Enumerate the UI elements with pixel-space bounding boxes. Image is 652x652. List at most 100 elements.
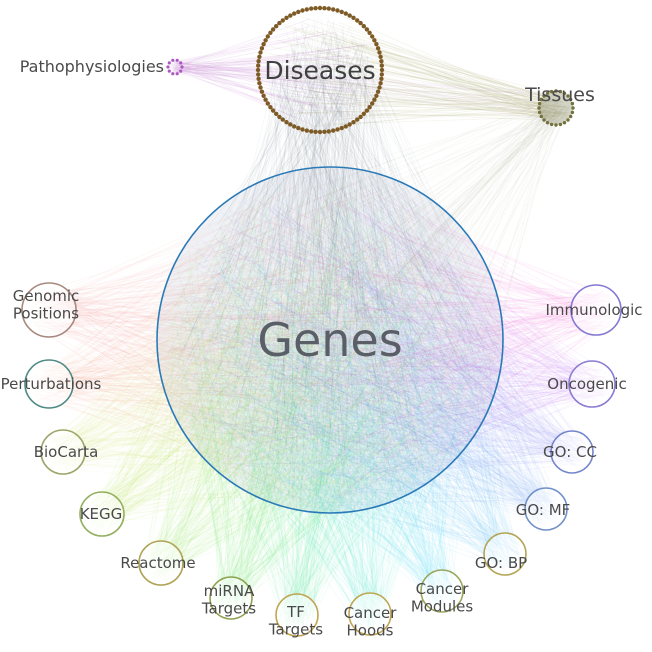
edges-mirna-targets-genes	[198, 176, 473, 613]
node-diseases-dot	[292, 124, 297, 129]
node-pathophysiologies[interactable]	[166, 58, 184, 76]
edges-mirna-targets-genes	[174, 175, 473, 613]
edges-go-cc-genes	[177, 196, 588, 496]
edges-tissues-diseases	[281, 21, 568, 117]
node-tissues-dot	[549, 122, 554, 127]
node-diseases-dot	[331, 128, 336, 133]
edges-genomic-positions-genes	[29, 198, 390, 411]
edges-go-mf-genes	[201, 225, 564, 525]
edges-perturbations-genes	[33, 226, 450, 488]
node-go-cc[interactable]	[550, 430, 594, 474]
edges-go-bp-genes	[242, 209, 521, 570]
edges-mirna-targets-genes	[215, 174, 458, 610]
node-perturbations[interactable]	[24, 359, 74, 409]
edges-immunologic-genes	[227, 182, 611, 462]
node-diseases[interactable]	[255, 5, 385, 135]
edges-mirna-targets-genes	[194, 196, 484, 615]
edges-perturbations-genes	[39, 216, 469, 504]
node-diseases-dot	[339, 9, 344, 15]
edges-tissues-diseases	[272, 30, 569, 128]
label-immunologic: Immunologic	[545, 301, 642, 319]
node-mirna-targets[interactable]	[209, 576, 253, 620]
edges-reactome-genes	[148, 227, 467, 582]
node-tissues-dot	[537, 101, 542, 106]
edges-diseases-genes	[227, 19, 471, 468]
node-diseases-dot	[261, 93, 266, 99]
node-diseases-dot	[256, 72, 261, 77]
node-immunologic[interactable]	[570, 284, 622, 336]
node-reactome[interactable]	[138, 540, 184, 586]
edges-biocarta-genes	[46, 211, 466, 494]
edges-immunologic-genes	[210, 202, 611, 467]
node-diseases-dot	[378, 81, 383, 86]
edges-diseases-genes	[201, 34, 449, 463]
edges-cancer-hoods-genes	[238, 255, 449, 626]
edges-go-cc-genes	[226, 234, 587, 500]
label-perturbations: Perturbations	[1, 375, 102, 393]
node-tissues-dot	[566, 118, 570, 122]
node-genes[interactable]	[156, 166, 504, 514]
edges-mirna-targets-genes	[195, 221, 481, 614]
edges-go-mf-genes	[204, 204, 563, 525]
edges-diseases-genes	[173, 31, 480, 486]
edges-reactome-genes	[145, 224, 471, 580]
node-diseases-dot	[361, 24, 366, 29]
node-tissues-dot	[542, 118, 546, 122]
node-diseases-dot	[265, 34, 270, 39]
node-go-mf[interactable]	[524, 487, 568, 531]
node-kegg[interactable]	[79, 491, 125, 537]
edges-diseases-genes	[186, 46, 449, 507]
edges-perturbations-genes	[33, 195, 464, 451]
node-biocarta[interactable]	[40, 429, 86, 475]
edges-cancer-modules-genes	[208, 183, 459, 598]
node-diseases-dot	[343, 11, 348, 16]
node-oncogenic[interactable]	[568, 360, 616, 408]
node-genomic-positions[interactable]	[21, 282, 77, 338]
edges-immunologic-genes	[245, 183, 612, 453]
node-tissues-dot	[558, 89, 563, 94]
label-reactome: Reactome	[120, 554, 195, 572]
node-diseases-dot	[274, 111, 279, 117]
edges-go-cc-genes	[182, 180, 587, 487]
edges-diseases-genes	[212, 25, 435, 455]
node-cancer-hoods[interactable]	[348, 592, 392, 636]
node-diseases-dot	[339, 125, 344, 131]
node-diseases-dot	[351, 15, 356, 20]
node-diseases-dot	[331, 7, 336, 12]
edges-reactome-genes	[145, 181, 480, 573]
node-diseases-dot	[326, 6, 331, 11]
node-diseases-dot	[364, 27, 370, 32]
edges-genomic-positions-genes	[31, 206, 479, 441]
edges-biocarta-genes	[47, 197, 486, 489]
node-tissues[interactable]	[537, 89, 575, 127]
edges-go-cc-genes	[215, 197, 589, 464]
edges-pathophysiologies-tissues	[169, 61, 567, 123]
edges-go-cc-genes	[233, 206, 589, 464]
edges-pathophysiologies-diseases	[172, 25, 365, 108]
node-pathophysiologies-dot	[171, 72, 175, 76]
edges-oncogenic-genes	[169, 246, 610, 501]
node-tf-targets[interactable]	[275, 593, 319, 637]
edges-go-mf-genes	[191, 227, 561, 519]
edges-tissues-genes	[214, 97, 567, 398]
node-diseases-dot	[284, 120, 289, 125]
label-biocarta: BioCarta	[34, 443, 99, 461]
node-diseases-dot	[257, 81, 262, 86]
edges-tissues-genes	[320, 94, 558, 282]
node-diseases-dot	[372, 38, 377, 43]
edges-cancer-modules-genes	[196, 215, 472, 602]
edges-oncogenic-genes	[180, 215, 609, 500]
edges-perturbations-genes	[35, 239, 470, 508]
node-diseases-dot	[280, 117, 285, 122]
edges-cancer-modules-genes	[203, 194, 469, 603]
node-cancer-modules[interactable]	[420, 569, 464, 613]
node-diseases-dot	[300, 8, 305, 13]
node-diseases-dot	[375, 89, 381, 94]
edges-go-mf-genes	[189, 298, 560, 521]
edges-cancer-hoods-genes	[195, 203, 444, 631]
node-diseases-dot	[258, 50, 263, 55]
node-go-bp[interactable]	[483, 532, 527, 576]
